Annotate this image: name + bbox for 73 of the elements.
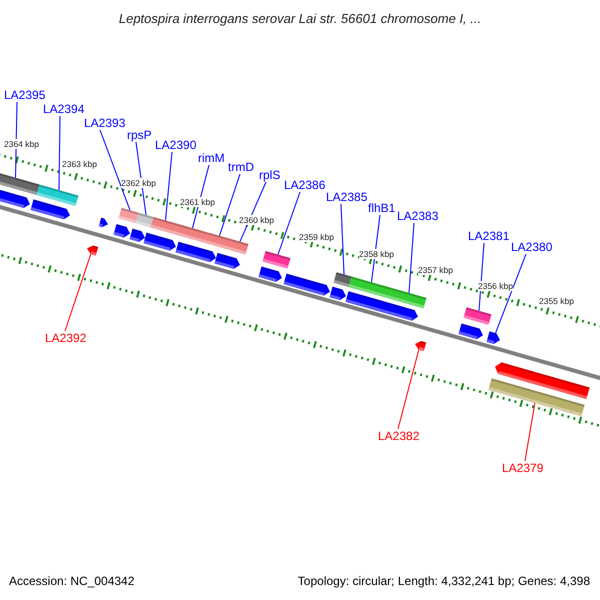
gene-bar (174, 224, 208, 243)
gene-block (98, 218, 108, 228)
gene-label: LA2385 (326, 190, 368, 204)
gene-block (346, 291, 418, 321)
gene-block (486, 331, 500, 344)
gene-block (30, 199, 70, 220)
position-label: 2362 kbp (121, 178, 156, 188)
leader-line (136, 142, 146, 216)
position-label: 2363 kbp (62, 159, 97, 169)
gene-label: LA2382 (378, 429, 420, 443)
gene-label: LA2390 (155, 138, 196, 152)
position-label: 2357 kbp (418, 265, 453, 275)
gene-label: LA2383 (397, 209, 438, 223)
gene-block (284, 274, 330, 296)
gene-block (130, 228, 145, 242)
gene-block (176, 242, 216, 262)
gene-label: rplS (259, 168, 280, 182)
gene-label: LA2393 (84, 116, 126, 130)
gene-bar (204, 232, 232, 250)
gene-bar (36, 184, 78, 206)
position-label: 2364 kbp (4, 139, 39, 149)
gene-bar (348, 276, 392, 298)
gene-block (87, 245, 98, 256)
gene-bar (136, 212, 154, 228)
gene-bar (0, 170, 40, 196)
leader-line (100, 130, 130, 211)
leader-line (219, 174, 240, 236)
gene-block (258, 266, 282, 282)
gene-label: LA2381 (468, 229, 510, 243)
leader-line (15, 102, 18, 178)
gene-label: LA2379 (502, 461, 544, 475)
leader-line (398, 349, 420, 430)
gene-bar (118, 208, 138, 224)
gene-block (114, 224, 130, 238)
position-label: 2359 kbp (299, 232, 334, 242)
leader-line (64, 254, 92, 332)
gene-label: rimM (198, 151, 225, 165)
gene-label: rpsP (127, 128, 152, 142)
gene-block (0, 187, 30, 208)
leader-line (340, 204, 344, 275)
gene-block (330, 286, 346, 300)
gene-label: LA2394 (43, 102, 84, 116)
gene-bar (262, 250, 290, 269)
gene-bar (488, 378, 585, 416)
gene-label: LA2380 (511, 240, 552, 254)
position-label: 2356 kbp (478, 281, 513, 291)
map-title: Leptospira interrogans serovar Lai str. 56601 chromosome I, ... (118, 10, 482, 28)
gene-label: flhB1 (368, 201, 396, 215)
gene-block (214, 252, 240, 269)
gene-label: trmD (228, 160, 254, 174)
position-label: 2361 kbp (180, 197, 215, 207)
leader-line (524, 402, 536, 462)
footer-text: Accession: NC_004342 (9, 574, 134, 588)
gene-bar (388, 288, 426, 308)
leader-line (495, 254, 526, 334)
gene-block (495, 362, 590, 400)
gene-bar (150, 216, 178, 234)
position-label: 2358 kbp (359, 249, 394, 259)
position-label: 2355 kbp (539, 296, 574, 306)
leader-line (58, 116, 60, 191)
leader-line (408, 222, 414, 294)
gene-label: LA2392 (45, 331, 86, 345)
gene-bar (334, 272, 352, 288)
position-label: 2360 kbp (239, 215, 274, 225)
gene-bar (228, 239, 248, 255)
footer-text: Topology: circular; Length: 4,332,241 bp; Genes: 4,398 (298, 574, 590, 588)
gene-label: LA2395 (4, 88, 46, 102)
leader-line (278, 192, 300, 256)
gene-label: LA2386 (284, 178, 326, 192)
gene-block (415, 341, 426, 352)
gene-block (458, 323, 483, 340)
gene-bar (464, 307, 492, 325)
leader-line (165, 152, 172, 221)
